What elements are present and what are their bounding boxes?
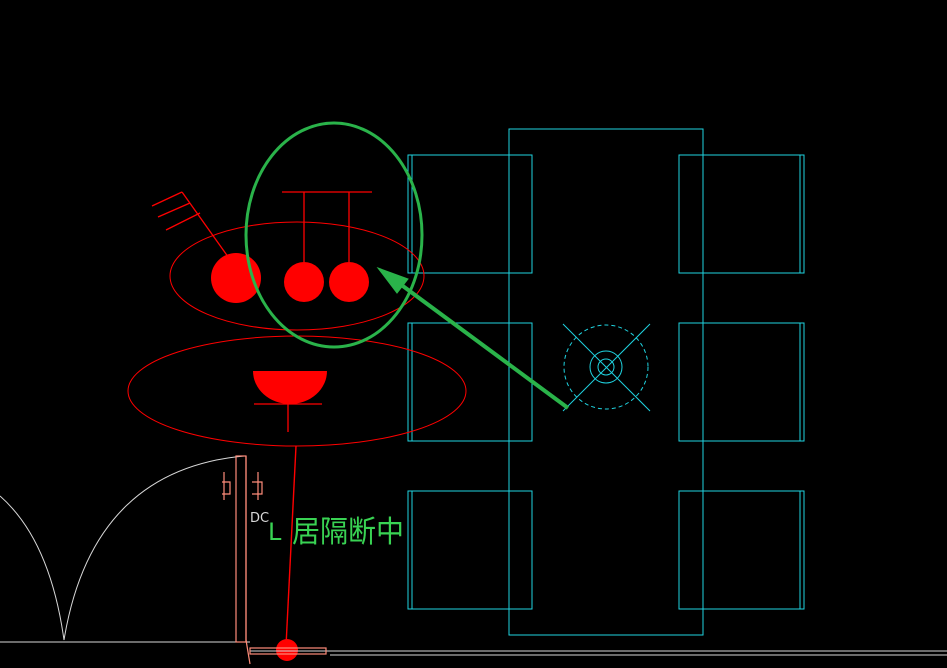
partition-note-label[interactable]: 居隔断中	[292, 515, 404, 550]
lamp-ray-3	[165, 212, 201, 231]
lamp-ray-2	[157, 202, 191, 218]
fixture-cloud-upper	[169, 221, 425, 331]
light-outer-dashed-ring	[563, 324, 649, 410]
light-inner-ring	[597, 358, 615, 376]
chair-top-left[interactable]	[407, 154, 533, 274]
chair-bottom-left[interactable]	[407, 490, 533, 610]
crosshair-icon[interactable]	[562, 323, 651, 412]
light-diagonal-b	[562, 323, 651, 412]
annotation[interactable]	[244, 121, 570, 410]
highlight-ellipse[interactable]	[244, 121, 424, 349]
fixture-group[interactable]	[127, 191, 467, 661]
door-threshold	[245, 639, 251, 665]
left-mark-label: DC	[250, 511, 269, 526]
bowl-lamp-shade[interactable]	[253, 371, 327, 404]
door-swing[interactable]	[0, 455, 947, 656]
chair-bottom-right[interactable]	[678, 490, 805, 610]
door-handle-right	[252, 472, 263, 500]
chair-middle-right[interactable]	[678, 322, 805, 442]
door-handle-left	[222, 472, 231, 500]
pendant-bulb-2[interactable]	[329, 262, 369, 302]
prefix-char-label: L	[268, 518, 282, 546]
dining-set[interactable]	[407, 128, 805, 636]
pendant-bar[interactable]	[282, 191, 372, 262]
door-hardware[interactable]	[222, 455, 327, 665]
threshold-strip	[249, 647, 327, 655]
socket-point[interactable]	[276, 639, 298, 661]
arrow-shaft	[390, 276, 570, 410]
pendant-bulb-1[interactable]	[284, 262, 324, 302]
door-swing-arc-left	[0, 495, 65, 641]
light-middle-ring	[589, 350, 623, 384]
chair-top-right[interactable]	[678, 154, 805, 274]
door-swing-arc-right	[63, 455, 245, 641]
arrow-icon[interactable]	[376, 266, 409, 294]
lamp-ray-1	[151, 191, 183, 207]
dining-table[interactable]	[508, 128, 704, 636]
power-cable	[285, 445, 297, 647]
